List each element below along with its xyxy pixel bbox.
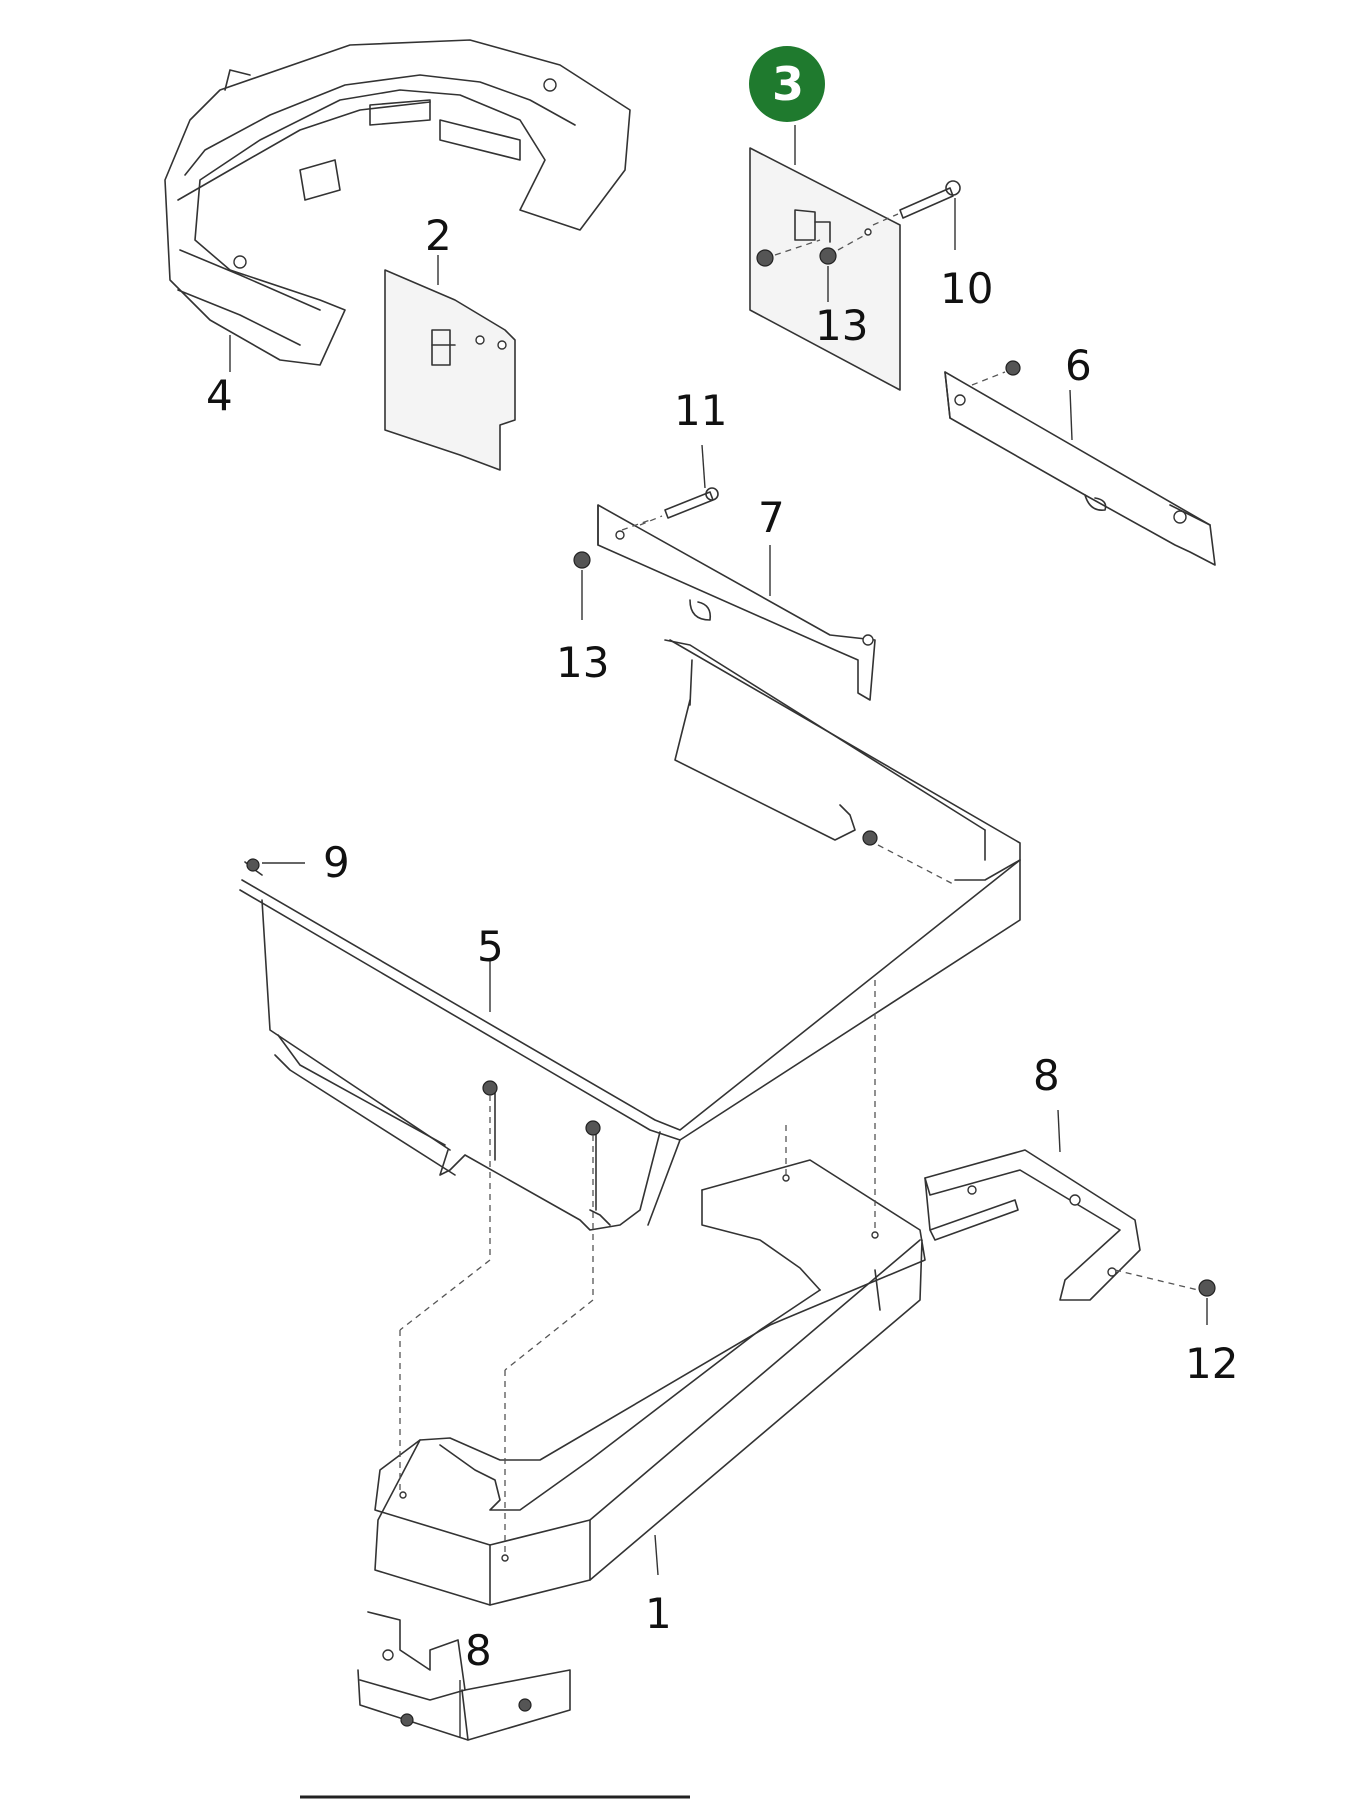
label-8-right: 8	[1033, 1051, 1060, 1100]
badge-circle	[749, 46, 825, 122]
part-10-bolt	[872, 180, 961, 226]
part-12-screw	[1198, 1279, 1216, 1297]
part-11-pin	[639, 487, 719, 526]
leader-1	[654, 1534, 659, 1576]
label-13-lower: 13	[556, 638, 609, 687]
part-5-box	[239, 639, 1021, 1231]
part-6-bracket	[944, 360, 1216, 566]
guide-line-5	[504, 1299, 594, 1371]
part-4-u-guard	[164, 39, 631, 366]
part-3-badge: 3	[749, 46, 825, 122]
label-2: 2	[425, 211, 452, 260]
part-7-bracket	[597, 504, 876, 701]
label-11: 11	[674, 386, 727, 435]
part-2-plate	[384, 269, 516, 471]
part-8-right-bracket	[924, 1149, 1199, 1301]
label-13-top: 13	[815, 301, 868, 350]
label-7: 7	[758, 493, 785, 542]
label-9: 9	[323, 838, 350, 887]
label-5: 5	[477, 922, 504, 971]
label-4: 4	[206, 371, 233, 420]
label-12: 12	[1185, 1339, 1238, 1388]
part-13-nut	[573, 551, 591, 569]
label-8-bottom: 8	[465, 1626, 492, 1675]
label-10: 10	[940, 264, 993, 313]
leader-11	[701, 444, 706, 489]
part-3-plate	[749, 147, 901, 391]
leader-8-right	[1057, 1109, 1061, 1153]
label-1: 1	[645, 1589, 672, 1638]
badge-label: 3	[772, 57, 804, 111]
part-8-bottom-bracket	[357, 1611, 571, 1741]
label-6: 6	[1065, 341, 1092, 390]
part-1-base	[374, 1159, 926, 1606]
leader-6	[1069, 389, 1073, 441]
guide-line-2	[399, 1259, 491, 1331]
